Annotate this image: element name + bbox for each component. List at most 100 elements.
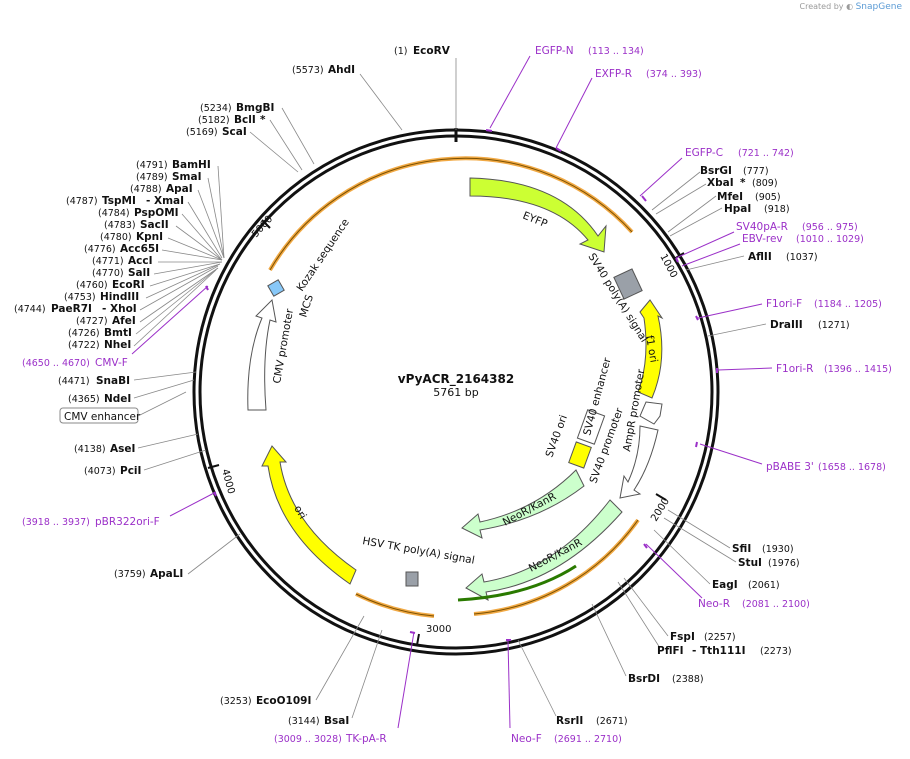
enzyme-label-afei: AfeI <box>112 315 136 327</box>
enzyme-label-xbai: XbaI <box>707 177 734 189</box>
primer-label-neo-r: Neo-R <box>698 598 730 610</box>
enzyme-pos-scai: (5169) <box>186 127 218 138</box>
primer-marker-exfp-r <box>555 147 562 152</box>
enzyme-label-snabi: SnaBI <box>96 375 130 387</box>
enzyme-label-sfii: SfiI <box>732 543 751 555</box>
enzyme-pos-asei: (4138) <box>74 444 106 455</box>
enzyme-pos-paer7i: (4744) <box>14 304 46 315</box>
primer-label-tk-pa-r: TK-pA-R <box>345 733 387 745</box>
feature-label-mcs: MCS <box>297 293 316 319</box>
primer-label-sv40pa-r: SV40pA-R <box>736 221 788 233</box>
primer-label-pbabe: pBABE 3' <box>766 461 814 473</box>
enzyme-label-bsrdi: BsrDI <box>628 673 660 685</box>
primer-line-neo-r <box>645 543 703 599</box>
enzyme-labels-right: (1) EcoRV BsrGI (777) XbaI * (809) MfeI … <box>394 45 850 727</box>
enzyme-pos-eagi: (2061) <box>748 580 780 591</box>
enzyme-pos-fspi: (2257) <box>704 632 736 643</box>
enzyme-pos-sali: (4770) <box>92 268 124 279</box>
orf-arc-neo-inner <box>473 519 639 615</box>
snapgene-logo-icon: ◐ <box>846 2 854 11</box>
primer-line-f1ori-f <box>697 303 763 319</box>
feature-label-hsv-tk: HSV TK poly(A) signal <box>361 535 475 567</box>
tick-mark-1000 <box>673 252 685 260</box>
leader-pflfi <box>617 581 661 649</box>
leader-ahdi <box>359 73 403 131</box>
enzyme-star-xbai: * <box>740 177 746 189</box>
feature-label-sv40-polya: SV40 poly(A) signal <box>585 251 650 344</box>
feature-sv40-ori-box <box>568 441 592 469</box>
plasmid-name: vPyACR_2164382 <box>398 372 514 387</box>
enzyme-pos-bsrgi: (777) <box>743 166 769 177</box>
leader-bsai <box>351 629 383 719</box>
primer-label-f1ori-f: F1ori-F <box>766 298 802 310</box>
feature-neo1-arrow <box>461 469 585 539</box>
primer-range-f1ori-f: (1184 .. 1205) <box>814 299 882 310</box>
enzyme-label-apali: ApaLI <box>150 568 183 580</box>
enzyme-label-bcli: BclI <box>234 114 256 126</box>
enzyme-label-fspi: FspI <box>670 631 695 643</box>
feature-cmv-promoter-arrow <box>247 298 277 411</box>
enzyme-label-scai: ScaI <box>222 126 247 138</box>
primer-range-ebv-rev: (1010 .. 1029) <box>796 234 864 245</box>
enzyme-label-bamhi: BamHI <box>172 159 211 171</box>
primer-marker-egfp-c <box>641 195 647 202</box>
feature-sv40-enhancer-box <box>576 409 606 445</box>
enzyme-pos-acc65i: (4776) <box>84 244 116 255</box>
enzyme-label-ndei: NdeI <box>104 393 131 405</box>
primer-line-pbr322ori-f <box>169 491 217 517</box>
enzyme-label-tspmi: TspMI <box>102 195 136 207</box>
primer-line-egfp-c <box>639 157 683 197</box>
enzyme-pos-aflii: (1037) <box>786 252 818 263</box>
orf-arc-hsv <box>355 592 435 618</box>
leader-bsrdi <box>591 603 627 677</box>
enzyme-pos-tspmi: (4787) <box>66 196 98 207</box>
enzyme-label-sali: SalI <box>128 267 150 279</box>
enzyme-label-bmti: BmtI <box>104 327 132 339</box>
feature-label-f1-ori: f1 ori <box>643 334 660 363</box>
enzyme-pos-sacii: (4783) <box>104 220 136 231</box>
enzyme-pos-rsrii: (2671) <box>596 716 628 727</box>
orf-arc-hsv-inner <box>355 593 435 617</box>
leader-hpai <box>669 207 723 237</box>
enzyme-pos-mfei: (905) <box>755 192 781 203</box>
enzyme-label-ecoo109i: EcoO109I <box>256 695 311 707</box>
enzyme-label-stui: StuI <box>738 557 762 569</box>
enzyme-label-bsrgi: BsrGI <box>700 165 732 177</box>
leader-bmti <box>135 267 219 335</box>
enzyme-label-sacii: SacII <box>140 219 169 231</box>
tick-label-4000: 4000 <box>219 468 236 495</box>
cmv-enhancer-leader <box>137 391 187 417</box>
primer-line-egfp-n <box>489 55 531 129</box>
enzyme-label-draiii: DraIII <box>770 319 803 331</box>
enzyme-pos-smai: (4789) <box>136 172 168 183</box>
enzyme-pos-stui: (1976) <box>768 558 800 569</box>
leader-afei <box>139 267 219 323</box>
leader-scai <box>249 131 299 173</box>
leader-fspi <box>623 577 669 637</box>
enzyme-label-kpni: KpnI <box>136 231 163 243</box>
primer-marker-cmv-f <box>205 285 209 291</box>
leader-sfii <box>667 509 731 549</box>
primer-marker-egfp-n <box>485 129 493 132</box>
primer-marker-pbabe <box>695 441 698 448</box>
enzyme-label-paer7i: PaeR7I <box>51 303 92 315</box>
primer-label-cmv-f: CMV-F <box>95 357 128 369</box>
enzyme-pos-apali: (3759) <box>114 569 146 580</box>
primer-range-cmv-f: (4650 .. 4670) <box>22 358 90 369</box>
enzyme-pos-afei: (4727) <box>76 316 108 327</box>
feature-label-neo1: NeoR/KanR <box>501 491 558 529</box>
enzyme-label-asei: AseI <box>110 443 135 455</box>
feature-sv40-polya-box <box>613 268 643 300</box>
primer-markers <box>205 129 718 641</box>
tick-label-1000: 1000 <box>657 252 679 280</box>
primer-range-sv40pa-r: (956 .. 975) <box>802 222 858 233</box>
enzyme-label-rsrii: RsrII <box>556 715 583 727</box>
enzyme-label-hpai: HpaI <box>724 203 751 215</box>
leader-ecori <box>149 263 221 287</box>
tick-label-3000: 3000 <box>426 624 451 635</box>
leader-sali <box>153 261 223 275</box>
feature-label-neo2: NeoR/KanR <box>527 537 584 575</box>
primer-label-pbr322ori-f: pBR322ori-F <box>95 516 160 528</box>
enzyme-label-aflii: AflII <box>748 251 772 263</box>
cmv-enhancer-label: CMV enhancer <box>64 411 141 423</box>
